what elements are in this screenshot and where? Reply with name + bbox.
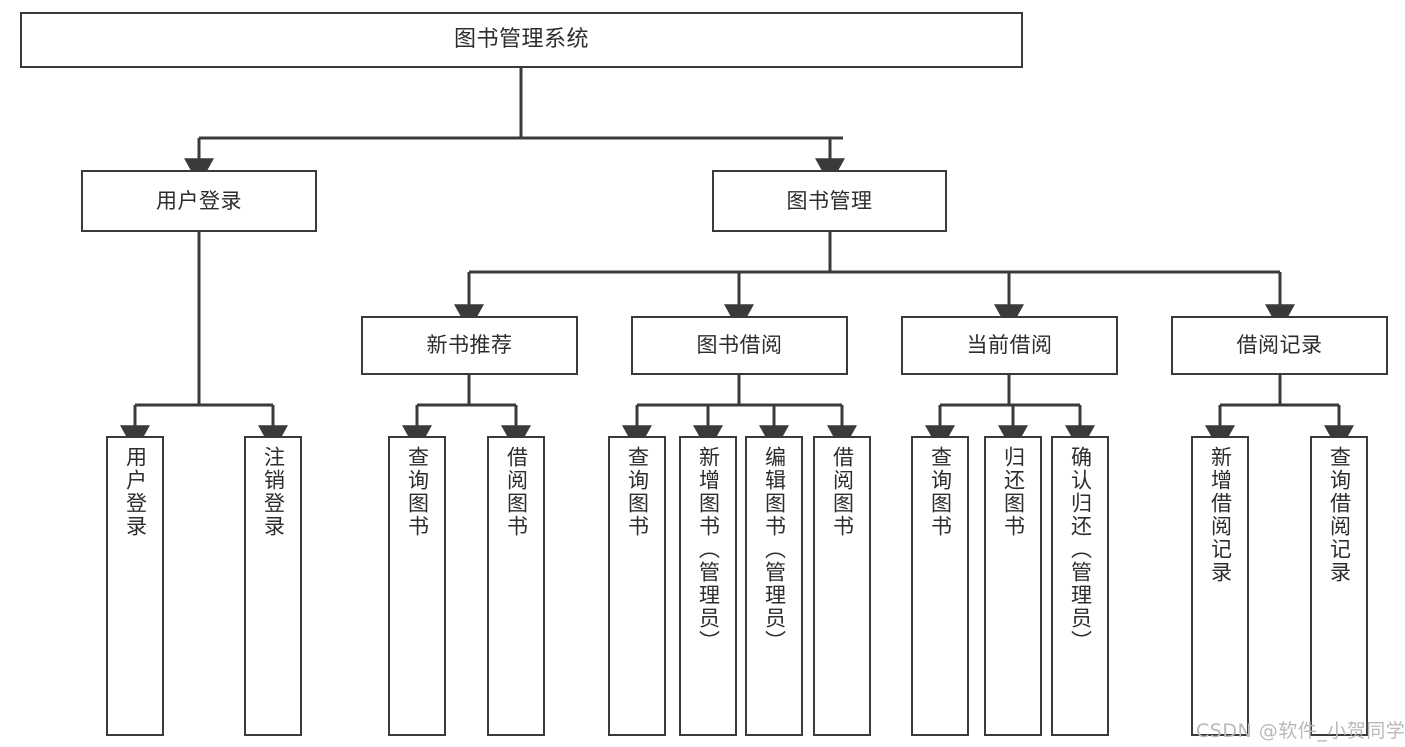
node-leaf-query-book-2-label: 查询图书 [625,446,650,538]
node-leaf-user-logout-label: 注销登录 [261,446,286,538]
node-leaf-query-record-label: 查询借阅记录 [1327,446,1352,584]
node-book-manage-label: 图书管理 [786,188,873,213]
node-leaf-query-book-3[interactable]: 查询图书 [911,436,969,736]
node-leaf-user-login-label: 用户登录 [123,446,148,538]
node-leaf-query-book-2[interactable]: 查询图书 [608,436,666,736]
watermark-text: CSDN @软件_小贺同学 [1196,720,1405,742]
node-leaf-query-book-3-label: 查询图书 [928,446,953,538]
node-leaf-edit-book[interactable]: 编辑图书（管理员） [745,436,803,736]
node-book-manage[interactable]: 图书管理 [712,170,947,232]
node-leaf-user-logout[interactable]: 注销登录 [244,436,302,736]
node-leaf-query-book-1[interactable]: 查询图书 [388,436,446,736]
node-leaf-query-record[interactable]: 查询借阅记录 [1310,436,1368,736]
node-book-borrow-label: 图书借阅 [696,333,783,358]
node-borrow-record-label: 借阅记录 [1236,333,1323,358]
node-leaf-add-book-label: 新增图书（管理员） [696,446,721,653]
node-current-borrow[interactable]: 当前借阅 [901,316,1118,375]
node-leaf-add-record[interactable]: 新增借阅记录 [1191,436,1249,736]
node-leaf-return-book-label: 归还图书 [1001,446,1026,538]
node-leaf-edit-book-label: 编辑图书（管理员） [762,446,787,653]
node-user-login-label: 用户登录 [156,188,242,213]
node-leaf-borrow-book-2[interactable]: 借阅图书 [813,436,871,736]
node-leaf-return-book[interactable]: 归还图书 [984,436,1042,736]
node-leaf-add-book[interactable]: 新增图书（管理员） [679,436,737,736]
node-book-borrow[interactable]: 图书借阅 [631,316,848,375]
node-leaf-user-login[interactable]: 用户登录 [106,436,164,736]
node-new-book-rec-label: 新书推荐 [426,333,513,358]
node-root[interactable]: 图书管理系统 [20,12,1023,68]
node-new-book-rec[interactable]: 新书推荐 [361,316,578,375]
node-leaf-add-record-label: 新增借阅记录 [1208,446,1233,584]
node-leaf-borrow-book-2-label: 借阅图书 [830,446,855,538]
node-root-label: 图书管理系统 [453,27,589,53]
node-leaf-confirm-return[interactable]: 确认归还（管理员） [1051,436,1109,736]
node-current-borrow-label: 当前借阅 [966,333,1053,358]
node-leaf-confirm-return-label: 确认归还（管理员） [1068,446,1093,653]
node-leaf-borrow-book-1-label: 借阅图书 [504,446,529,538]
node-leaf-query-book-1-label: 查询图书 [405,446,430,538]
node-user-login[interactable]: 用户登录 [81,170,317,232]
node-borrow-record[interactable]: 借阅记录 [1171,316,1388,375]
node-leaf-borrow-book-1[interactable]: 借阅图书 [487,436,545,736]
